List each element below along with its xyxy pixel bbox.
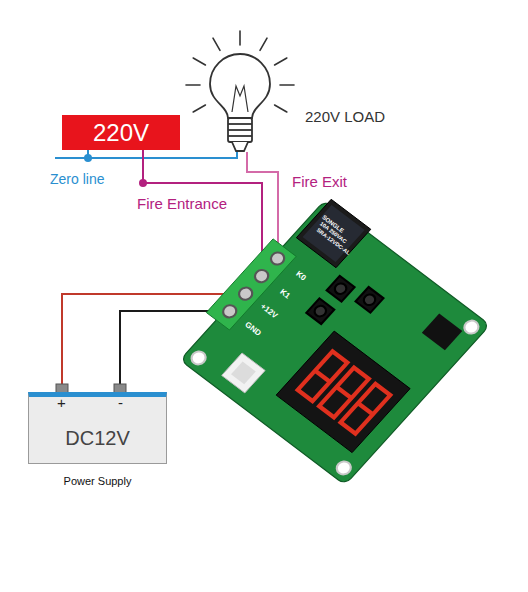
led-display xyxy=(337,387,352,398)
led-display xyxy=(276,331,410,453)
pin-name: GND xyxy=(243,320,263,338)
zero-line-stub xyxy=(84,154,92,162)
lamp-rays xyxy=(260,38,267,50)
led-display xyxy=(276,331,410,453)
pin-name: K1 xyxy=(278,287,292,300)
sensor-connector xyxy=(222,353,265,393)
zero-line-stub xyxy=(55,157,88,159)
push-button xyxy=(356,287,384,313)
voltage-label: 220V xyxy=(93,119,149,147)
lamp-bulb xyxy=(228,135,252,137)
lamp-rays xyxy=(193,105,205,112)
lamp-bulb xyxy=(228,129,252,131)
led-display xyxy=(358,403,373,414)
lamp-bulb xyxy=(210,54,270,151)
junction-dot xyxy=(139,179,147,187)
wire-label: Fire Exit xyxy=(290,173,349,191)
pin-name: +12V xyxy=(258,302,279,321)
lamp-bulb xyxy=(210,54,270,118)
lamp-rays xyxy=(275,58,287,65)
terminal-block xyxy=(252,268,271,285)
lamp-rays xyxy=(275,105,287,112)
terminal-block xyxy=(206,239,296,330)
lamp-bulb xyxy=(228,118,252,142)
push-button xyxy=(312,304,328,319)
push-button xyxy=(306,270,383,342)
terminal-sign: + xyxy=(57,395,66,410)
terminal-block xyxy=(268,250,287,267)
lamp-rays xyxy=(239,31,241,45)
wire xyxy=(143,150,262,276)
terminal-block xyxy=(236,285,255,302)
terminal-block xyxy=(220,250,286,320)
wire-label: Fire Entrance xyxy=(135,195,229,213)
lamp-bulb xyxy=(232,142,248,151)
push-button xyxy=(333,281,349,296)
pcb-board xyxy=(180,200,490,485)
sensor-connector xyxy=(222,353,265,393)
power-supply: DC12VPower Supply xyxy=(28,392,167,464)
lamp-bulb xyxy=(232,86,248,112)
supply-voltage: DC12V xyxy=(29,427,166,450)
terminal-block xyxy=(220,303,239,320)
chip xyxy=(422,314,463,351)
mounting-hole xyxy=(189,349,209,367)
push-button xyxy=(361,292,377,307)
lamp-rays xyxy=(213,38,220,50)
lamp-rays xyxy=(280,84,294,86)
lamp-rays xyxy=(186,84,200,86)
load-label: 220V LOAD xyxy=(305,108,385,125)
relay xyxy=(296,199,370,267)
mounting-hole xyxy=(334,459,354,477)
pcb-board xyxy=(170,189,493,485)
led-display xyxy=(298,351,348,401)
lamp-rays xyxy=(193,58,205,65)
relay xyxy=(303,205,365,262)
load-lamp: 220V LOAD xyxy=(200,40,420,152)
mains-box: 220V xyxy=(62,115,180,150)
mounting-hole xyxy=(461,318,481,336)
led-display xyxy=(319,368,369,418)
zero-line-stub xyxy=(55,154,92,162)
relay xyxy=(296,199,370,267)
push-button xyxy=(327,276,355,302)
junction-dot xyxy=(139,179,147,187)
terminal-block xyxy=(206,239,296,330)
wire xyxy=(88,150,237,158)
led-display xyxy=(315,371,330,382)
chip xyxy=(422,314,463,351)
supply-caption: Power Supply xyxy=(29,475,166,488)
wire-label: Zero line xyxy=(48,171,106,188)
lamp-bulb xyxy=(228,123,252,125)
sensor-connector xyxy=(231,362,256,385)
push-button xyxy=(306,298,334,324)
terminal-sign: - xyxy=(118,395,123,410)
led-display xyxy=(341,384,391,434)
led-display xyxy=(298,351,391,433)
pin-name: K0 xyxy=(294,269,308,282)
